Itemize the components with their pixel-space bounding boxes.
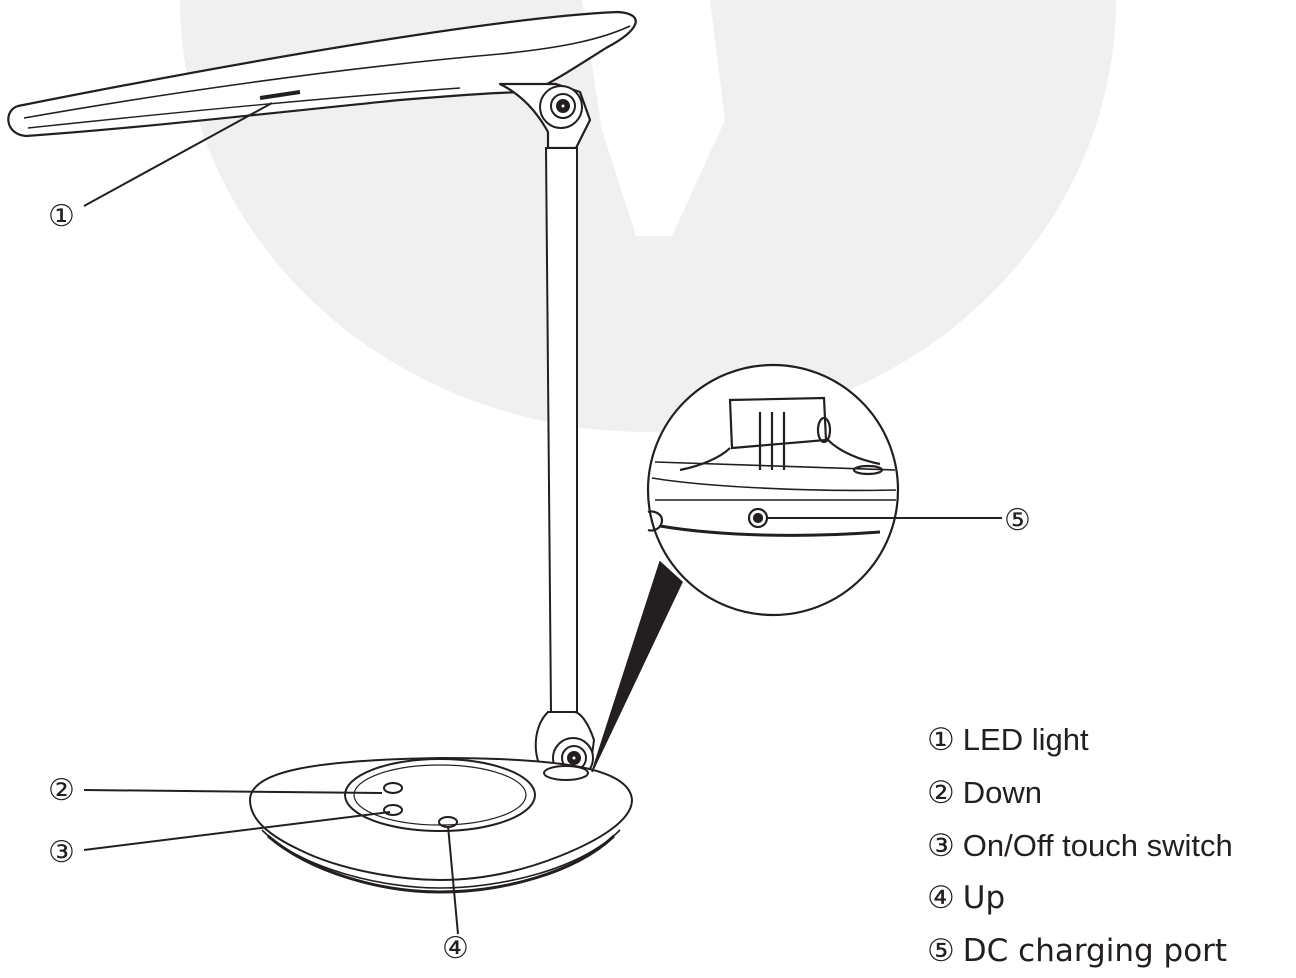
callout-1: ① — [48, 199, 75, 234]
leader-line-1 — [83, 102, 273, 207]
callout-3: ③ — [48, 835, 75, 870]
lamp-pole — [544, 147, 578, 713]
callout-4: ④ — [442, 931, 469, 966]
lamp-base — [248, 756, 634, 894]
callout-5: ⑤ — [1004, 503, 1031, 538]
leader-lines — [83, 102, 1002, 935]
detail-connector — [591, 560, 683, 773]
leader-line-3 — [83, 811, 391, 851]
detail-circle — [646, 363, 900, 617]
watermark-logo — [180, 0, 1116, 432]
leader-line-4 — [447, 825, 459, 935]
upper-hinge — [539, 85, 583, 129]
leader-line-2 — [83, 789, 383, 794]
callout-2: ② — [48, 773, 75, 808]
